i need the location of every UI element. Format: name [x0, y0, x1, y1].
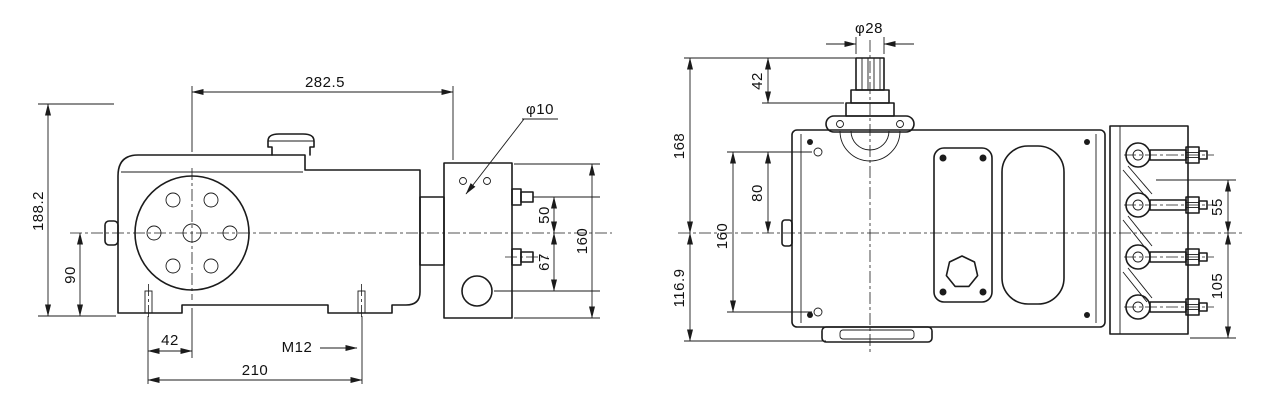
- dim-bolt-spacing: 160: [714, 223, 731, 250]
- drive-shaft: [825, 57, 915, 133]
- dim-valve-span: 105: [1209, 273, 1226, 300]
- dim-group-overall-width: 282.5: [191, 74, 454, 160]
- dim-group-front-to-centerline: 168: [671, 57, 693, 234]
- mounting-foot-slots: [144, 290, 366, 314]
- dim-port-upper: 50: [536, 206, 553, 224]
- fluid-end-block: [443, 162, 513, 319]
- inspection-cover-2: [1001, 145, 1065, 305]
- crankshaft-stub: [104, 220, 119, 246]
- valve-block: [1109, 125, 1189, 335]
- dim-centerline-height: 90: [62, 266, 79, 284]
- left-shaft-boss: [781, 219, 793, 247]
- dim-group-shaft-diameter: φ28: [826, 20, 914, 54]
- label-foot-thread: M12: [282, 339, 313, 356]
- side-view: 282.5 φ10 188.2 90: [30, 74, 612, 384]
- top-view-centerlines: [678, 40, 1244, 352]
- dim-fluid-end-height: 160: [574, 228, 591, 255]
- dim-group-bolt-to-centerline: 80: [727, 151, 812, 234]
- bearing-cover-circle: [134, 175, 250, 291]
- valve-assembly-2: [1124, 192, 1214, 218]
- dim-centerline-to-rear: 116.9: [671, 269, 688, 308]
- dim-group-centerline-to-rear: 116.9: [671, 232, 826, 342]
- dim-bolt-to-centerline: 80: [749, 184, 766, 202]
- dim-group-foot-spacing: 210: [147, 362, 363, 383]
- dim-overall-width: 282.5: [305, 74, 345, 91]
- dim-port-lower: 67: [536, 253, 553, 271]
- suction-port-stud: [511, 248, 534, 266]
- dim-group-centerline-height: 90: [62, 232, 83, 317]
- dim-group-fluid-end-heights: 50 67 160: [494, 163, 600, 319]
- top-view: φ28 42 168 80: [671, 20, 1244, 352]
- hand-knob: [945, 255, 979, 288]
- dim-valve-pitch: 55: [1209, 198, 1226, 216]
- valve-assembly-4: [1124, 294, 1214, 320]
- side-view-dimensions: 282.5 φ10 188.2 90: [30, 74, 600, 384]
- top-view-dimensions: φ28 42 168 80: [671, 20, 1236, 342]
- dim-group-foot-thread: M12: [282, 316, 363, 384]
- bearing-bolt-circles: [146, 192, 238, 274]
- dim-shaft-end-length: 42: [749, 72, 766, 90]
- oil-filler-cap: [267, 133, 315, 156]
- valve-assembly-3: [1124, 244, 1214, 270]
- dim-shaft-diameter: φ28: [855, 20, 883, 37]
- dim-foot-spacing: 210: [242, 362, 269, 379]
- dim-overall-height: 188.2: [30, 191, 47, 231]
- dim-group-valve-pitch: 55: [1156, 179, 1236, 234]
- dim-front-to-centerline: 168: [671, 133, 688, 160]
- valve-assembly-1: [1124, 142, 1214, 168]
- dim-group-valve-span: 105: [1190, 232, 1236, 339]
- dim-hole-diameter: φ10: [526, 101, 554, 118]
- inspection-cover-1: [933, 147, 993, 303]
- dim-group-foot-to-center: 42: [147, 308, 193, 384]
- dim-group-bolt-spacing: 160: [714, 151, 812, 313]
- bottom-flange: [821, 326, 933, 343]
- dim-group-shaft-end-length: 42: [684, 57, 856, 104]
- dim-group-hole-diameter: φ10: [465, 101, 558, 195]
- dim-foot-to-center: 42: [161, 332, 179, 349]
